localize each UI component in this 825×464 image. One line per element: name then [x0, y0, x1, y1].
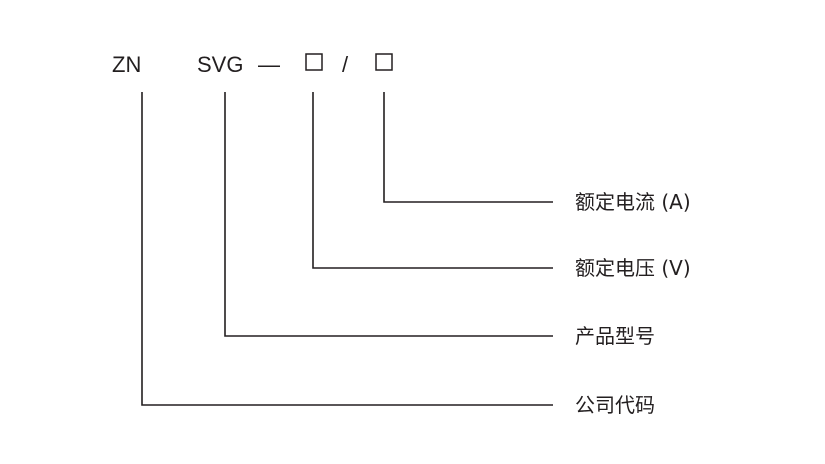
current-placeholder-box	[375, 53, 393, 71]
connector-product-model	[224, 92, 553, 337]
label-rated-current: 额定电流 (A)	[575, 190, 691, 214]
code-slash-text: /	[342, 52, 349, 77]
label-company-code: 公司代码	[575, 393, 655, 417]
connector-company-code	[141, 92, 553, 406]
connector-rated-current	[383, 92, 553, 203]
code-model-text: SVG	[197, 52, 243, 77]
code-dash-text: —	[258, 52, 280, 77]
label-rated-voltage: 额定电压 (V)	[575, 256, 691, 280]
connector-rated-voltage	[312, 92, 553, 269]
voltage-placeholder-box	[305, 53, 323, 71]
code-prefix-text: ZN	[112, 52, 141, 77]
label-product-model: 产品型号	[575, 324, 655, 348]
